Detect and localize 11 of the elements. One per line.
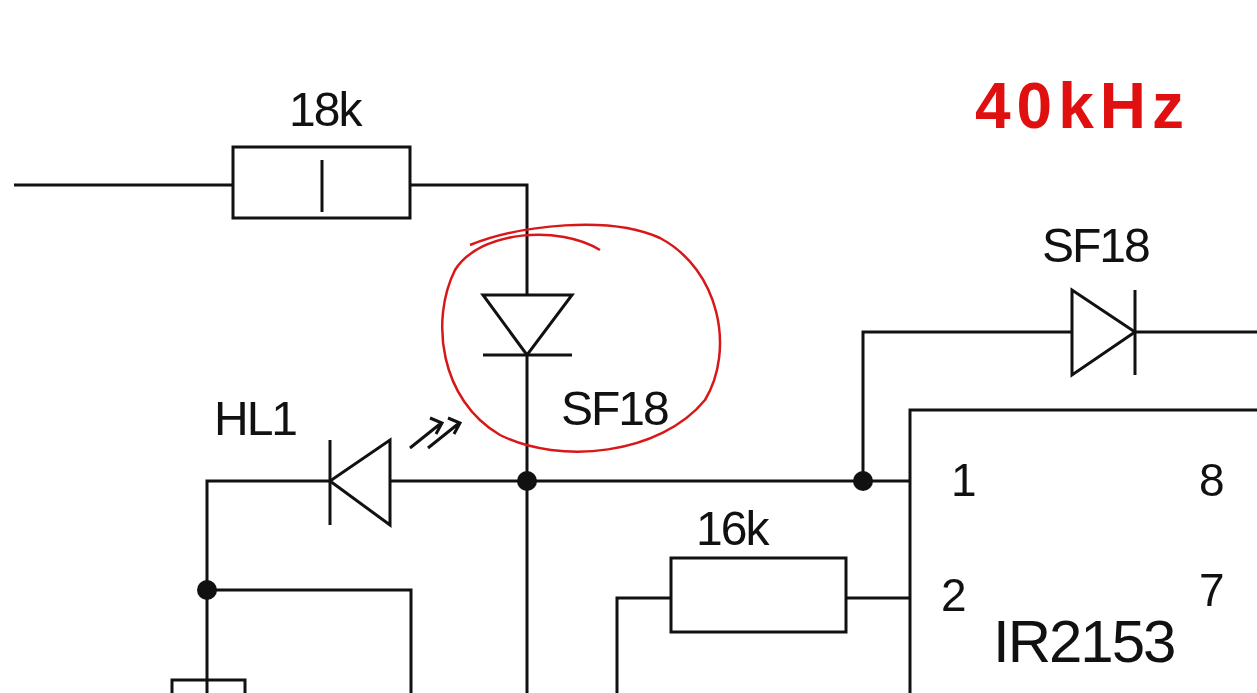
diode-label: SF18 <box>561 385 668 433</box>
chip-label: IR2153 <box>993 612 1175 672</box>
pin-number: 2 <box>941 572 965 618</box>
pin-number: 1 <box>951 457 975 503</box>
frequency-label: 40kHz <box>975 74 1190 138</box>
resistor-value: 18k <box>289 86 361 134</box>
diode-label: SF18 <box>1042 222 1149 270</box>
pin-number: 8 <box>1199 457 1223 503</box>
resistor-value: 16k <box>696 505 768 553</box>
pin-number: 7 <box>1199 567 1223 613</box>
led-label: HL1 <box>214 395 297 443</box>
